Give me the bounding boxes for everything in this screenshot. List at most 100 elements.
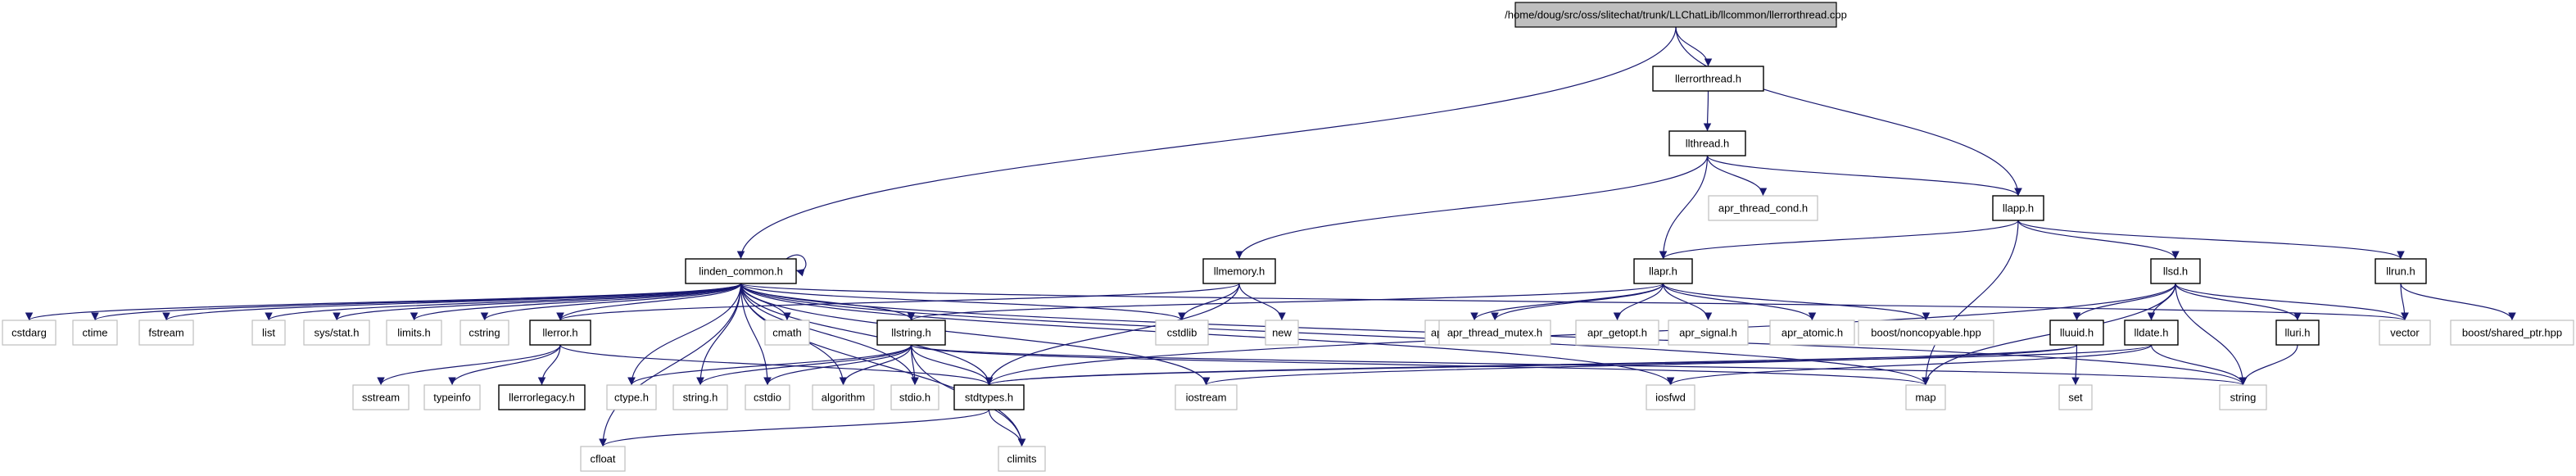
node-box-sstream bbox=[352, 384, 410, 410]
node-box-lluri-h bbox=[2275, 320, 2320, 346]
edge-root-to-llerrorthread_h bbox=[1675, 26, 1713, 67]
node-ctime: ctime bbox=[72, 320, 118, 346]
edge-linden_common_h-to-fstream bbox=[162, 283, 742, 321]
node-label-llthread-h: llthread.h bbox=[1686, 137, 1729, 149]
node-typeinfo: typeinfo bbox=[423, 384, 481, 410]
edge-llmemory_h-to-stdtypes_h bbox=[985, 283, 1240, 386]
node-label-stdio-h: stdio.h bbox=[899, 391, 930, 403]
node-llapr-h[interactable]: llapr.h bbox=[1633, 258, 1693, 284]
node-fstream: fstream bbox=[138, 320, 194, 346]
node-lluri-h[interactable]: lluri.h bbox=[2275, 320, 2320, 346]
node-box-llapr-h bbox=[1633, 258, 1693, 284]
edge-llerrorthread_h-to-llthread_h bbox=[1703, 90, 1712, 132]
node-box-fstream bbox=[138, 320, 194, 346]
node-box-cmath bbox=[764, 320, 810, 346]
edge-linden_common_h-to-stdio_h bbox=[740, 283, 919, 386]
node-cmath: cmath bbox=[764, 320, 810, 346]
node-box-llstring-h bbox=[876, 320, 946, 346]
edge-linden_common_h-to-cstdarg bbox=[25, 283, 742, 321]
edge-llmemory_h-to-cstdlib bbox=[1178, 283, 1240, 321]
node-label-algorithm: algorithm bbox=[822, 391, 865, 403]
node-climits: climits bbox=[998, 446, 1046, 472]
edge-linden_common_h-to-stdtypes_h bbox=[740, 283, 994, 386]
node-label-iostream: iostream bbox=[1186, 391, 1227, 403]
node-label-boost-noncopyable-hpp: boost/noncopyable.hpp bbox=[1871, 326, 1981, 338]
node-label-new: new bbox=[1272, 326, 1292, 338]
node-label-llsd-h: llsd.h bbox=[2163, 265, 2188, 277]
edge-llstring_h-to-ctype_h bbox=[627, 344, 912, 386]
node-box-typeinfo bbox=[423, 384, 481, 410]
node-label-cstdarg: cstdarg bbox=[11, 326, 47, 338]
node-set: set bbox=[2058, 384, 2093, 410]
node-map: map bbox=[1905, 384, 1946, 410]
node-label-ctype-h: ctype.h bbox=[614, 391, 649, 403]
node-list: list bbox=[251, 320, 286, 346]
node-label-llapp-h: llapp.h bbox=[2003, 202, 2034, 214]
edge-llthread_h-to-apr_thread_cond_h bbox=[1706, 155, 1768, 197]
node-label-linden-common-h: linden_common.h bbox=[699, 265, 783, 277]
node-llerrorlegacy-h[interactable]: llerrorlegacy.h bbox=[498, 384, 586, 410]
node-llerror-h[interactable]: llerror.h bbox=[529, 320, 591, 346]
node-label-set: set bbox=[2068, 391, 2083, 403]
edge-llmemory_h-to-new bbox=[1238, 283, 1286, 321]
edge-linden_common_h-to-list bbox=[265, 283, 742, 321]
node-llsd-h[interactable]: llsd.h bbox=[2150, 258, 2201, 284]
node-llapp-h[interactable]: llapp.h bbox=[1992, 195, 2044, 221]
node-box-linden-common-h bbox=[685, 258, 797, 284]
node-cstdlib: cstdlib bbox=[1155, 320, 1209, 346]
node-linden-common-h[interactable]: linden_common.h bbox=[685, 258, 797, 284]
node-apr-thread-mutex-h: apr_thread_mutex.h bbox=[1438, 320, 1551, 346]
node-label-iosfwd: iosfwd bbox=[1655, 391, 1686, 403]
edge-llapp_h-to-llsd_h bbox=[2017, 220, 2180, 260]
node-box-new bbox=[1265, 320, 1299, 346]
node-box-string bbox=[2219, 384, 2267, 410]
edge-llrun_h-to-vector bbox=[2400, 283, 2409, 321]
edges-layer bbox=[25, 26, 2516, 447]
edge-llrun_h-to-boost_shared_ptr_hpp bbox=[2400, 283, 2516, 321]
edge-llstring_h-to-string_h bbox=[696, 344, 912, 386]
node-box-map bbox=[1905, 384, 1946, 410]
node-root[interactable]: /home/doug/src/oss/slitechat/trunk/LLCha… bbox=[1505, 2, 1847, 28]
node-label-vector: vector bbox=[2390, 326, 2420, 338]
node-box-set bbox=[2058, 384, 2093, 410]
edge-llsd_h-to-lluri_h bbox=[2175, 283, 2302, 321]
node-label-cstring: cstring bbox=[469, 326, 500, 338]
edge-llstring_h-to-algorithm bbox=[839, 344, 912, 386]
edge-lldate_h-to-iosfwd bbox=[1666, 344, 2153, 386]
edge-lluri_h-to-string bbox=[2239, 344, 2298, 386]
edge-llerror_h-to-llerrorlegacy_h bbox=[537, 344, 561, 386]
node-box-llerrorthread-h bbox=[1652, 66, 1764, 92]
node-llthread-h[interactable]: llthread.h bbox=[1668, 130, 1746, 156]
node-lldate-h[interactable]: lldate.h bbox=[2124, 320, 2179, 346]
node-boost-noncopyable-hpp: boost/noncopyable.hpp bbox=[1858, 320, 1994, 346]
node-sys-stat-h: sys/stat.h bbox=[303, 320, 370, 346]
node-llstring-h[interactable]: llstring.h bbox=[876, 320, 946, 346]
node-limits-h: limits.h bbox=[386, 320, 442, 346]
node-box-iosfwd bbox=[1646, 384, 1695, 410]
node-label-lluri-h: lluri.h bbox=[2284, 326, 2310, 338]
node-sstream: sstream bbox=[352, 384, 410, 410]
edge-stdtypes_h-to-cfloat bbox=[599, 409, 990, 447]
node-new: new bbox=[1265, 320, 1299, 346]
node-llerrorthread-h[interactable]: llerrorthread.h bbox=[1652, 66, 1764, 92]
node-box-llthread-h bbox=[1668, 130, 1746, 156]
node-llrun-h[interactable]: llrun.h bbox=[2375, 258, 2427, 284]
node-box-ctype-h bbox=[606, 384, 657, 410]
edge-lluuid_h-to-iostream bbox=[1202, 344, 2078, 386]
node-box-cstdarg bbox=[2, 320, 57, 346]
node-label-llapr-h: llapr.h bbox=[1649, 265, 1677, 277]
node-lluuid-h[interactable]: lluuid.h bbox=[2049, 320, 2104, 346]
node-boost-shared-ptr-hpp: boost/shared_ptr.hpp bbox=[2450, 320, 2574, 346]
edge-linden_common_h-to-cstdio bbox=[740, 283, 772, 386]
node-llmemory-h[interactable]: llmemory.h bbox=[1202, 258, 1276, 284]
node-label-llerrorthread-h: llerrorthread.h bbox=[1675, 72, 1741, 84]
node-cfloat: cfloat bbox=[580, 446, 626, 472]
edge-llapr_h-to-apr_atomic_h bbox=[1662, 283, 1817, 321]
edge-llstring_h-to-map bbox=[910, 344, 1930, 386]
node-label-cstdio: cstdio bbox=[754, 391, 781, 403]
node-label-ctime: ctime bbox=[82, 326, 107, 338]
node-stdtypes-h[interactable]: stdtypes.h bbox=[953, 384, 1025, 410]
node-string: string bbox=[2219, 384, 2267, 410]
node-iosfwd: iosfwd bbox=[1646, 384, 1695, 410]
